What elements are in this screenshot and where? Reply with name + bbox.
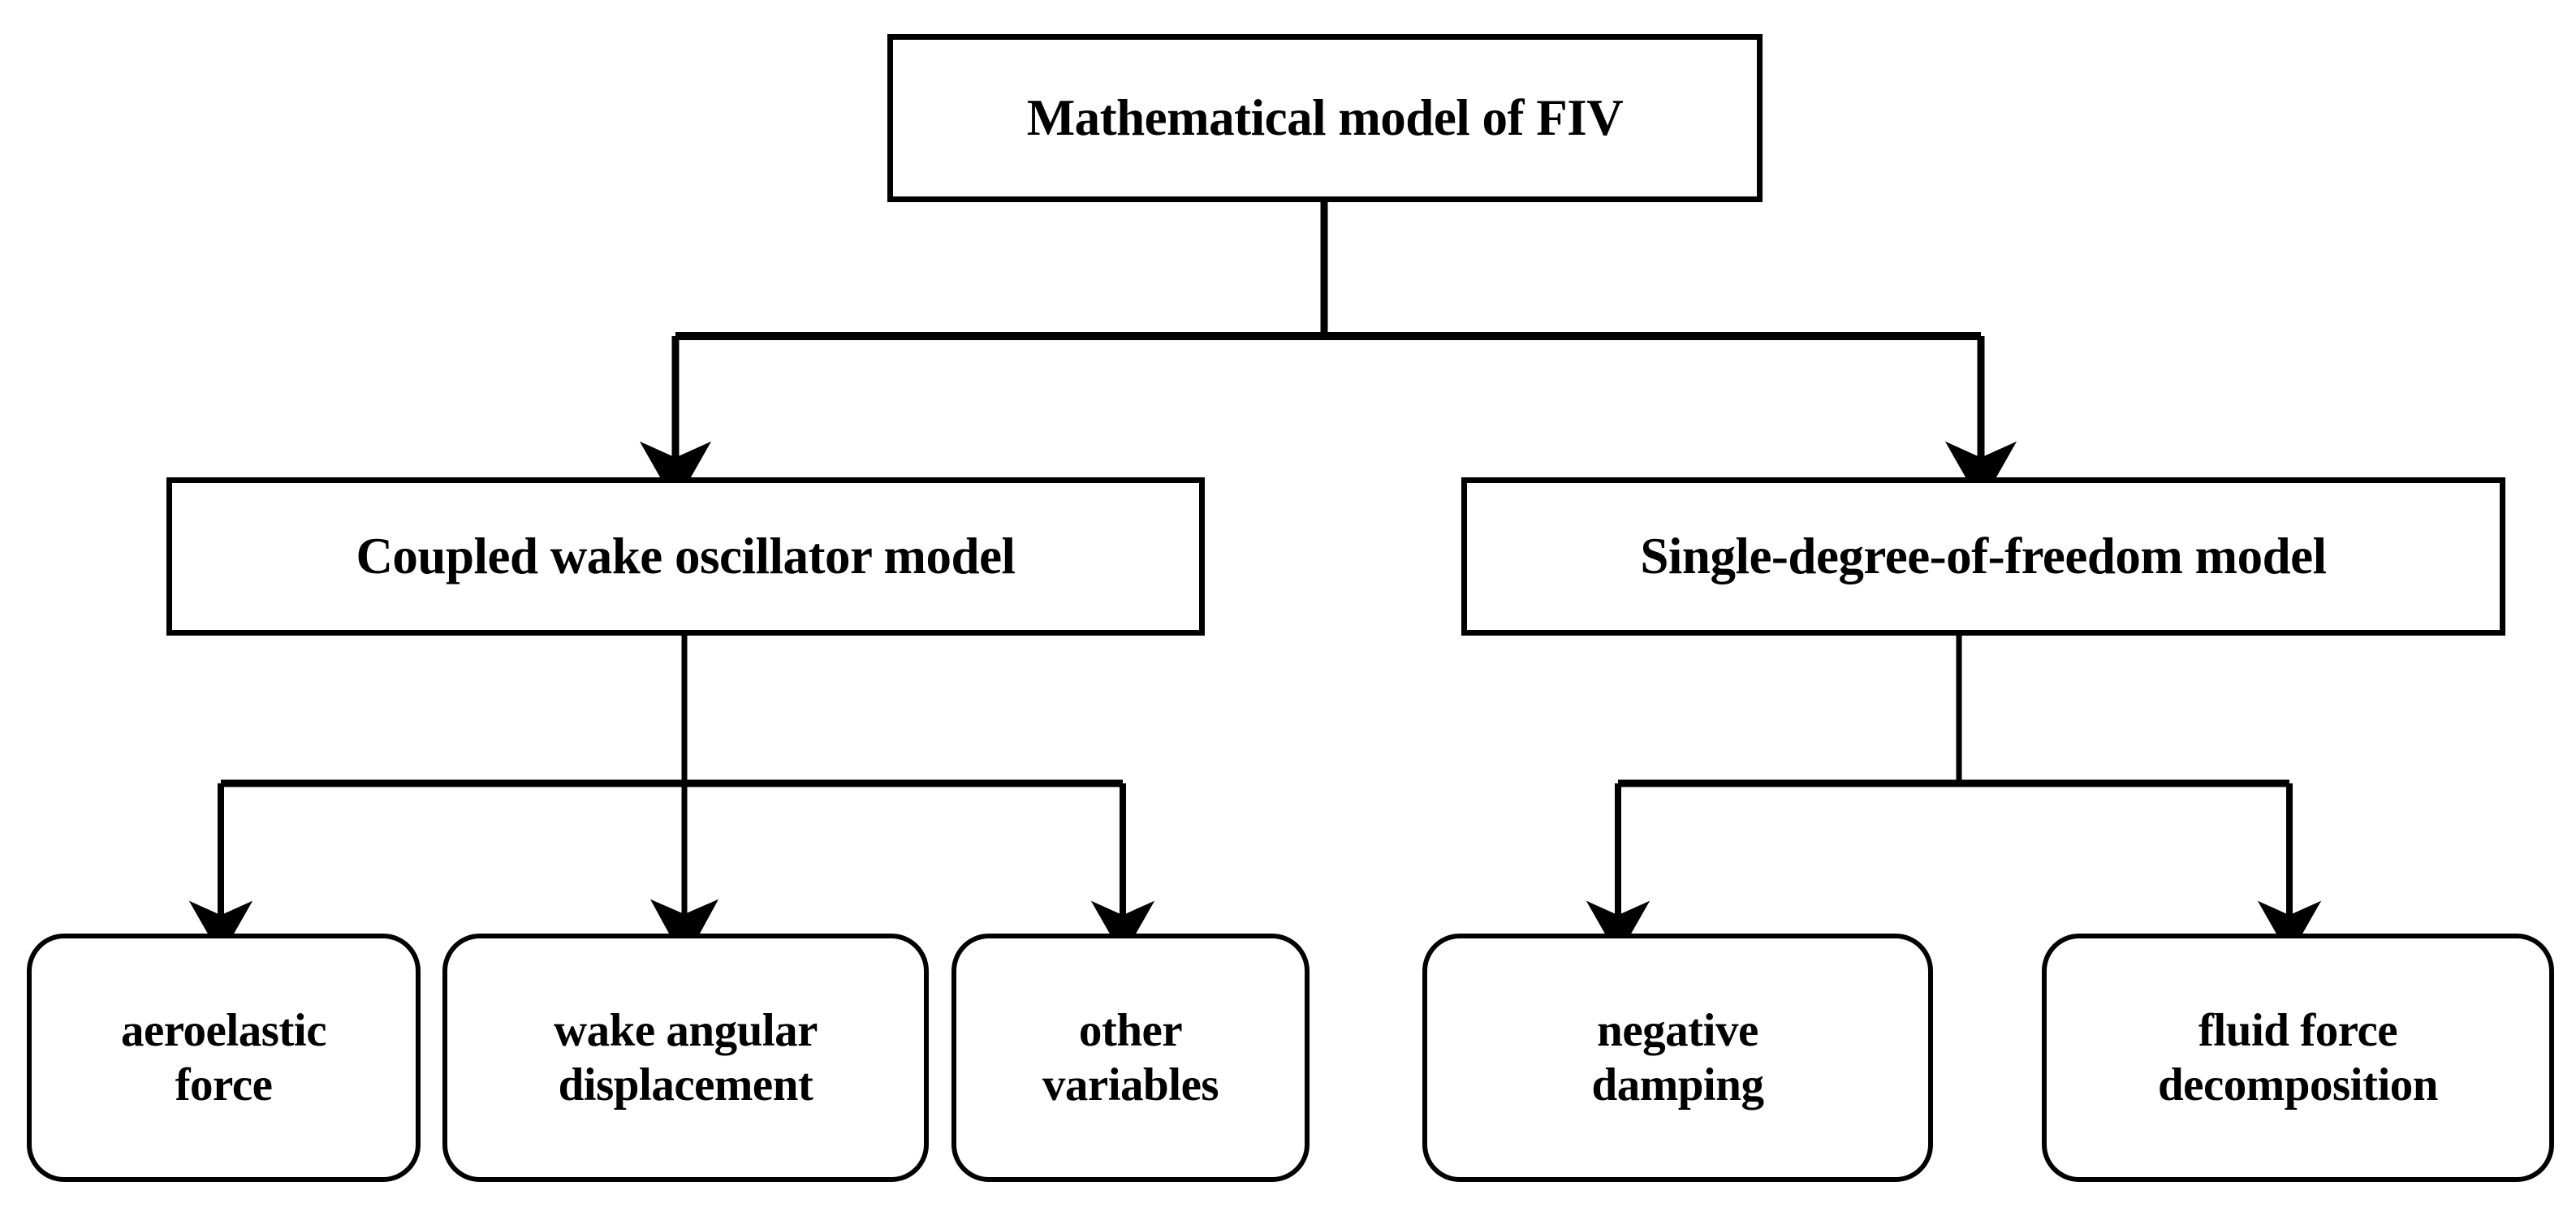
node-wake-angular-displacement[interactable]: wake angular displacement [442,934,929,1182]
node-label-negative-damping: negative damping [1591,1004,1764,1111]
node-label-wake-angular-displacement: wake angular displacement [554,1004,818,1111]
node-negative-damping[interactable]: negative damping [1422,934,1933,1182]
node-other-variables[interactable]: other variables [951,934,1310,1182]
node-fluid-force-decomposition[interactable]: fluid force decomposition [2042,934,2554,1182]
node-label-other-variables: other variables [1042,1004,1219,1111]
node-coupled-wake-oscillator-model[interactable]: Coupled wake oscillator model [166,477,1205,636]
node-single-degree-of-freedom-model[interactable]: Single-degree-of-freedom model [1461,477,2505,636]
node-label-root: Mathematical model of FIV [1026,89,1624,147]
node-mathematical-model-of-fiv[interactable]: Mathematical model of FIV [887,34,1763,202]
node-aeroelastic-force[interactable]: aeroelastic force [27,934,421,1182]
node-label-fluid-force-decomposition: fluid force decomposition [2157,1004,2439,1111]
node-label-cwo: Coupled wake oscillator model [356,528,1016,585]
node-label-aeroelastic-force: aeroelastic force [120,1004,327,1111]
node-label-sdof: Single-degree-of-freedom model [1640,528,2327,585]
